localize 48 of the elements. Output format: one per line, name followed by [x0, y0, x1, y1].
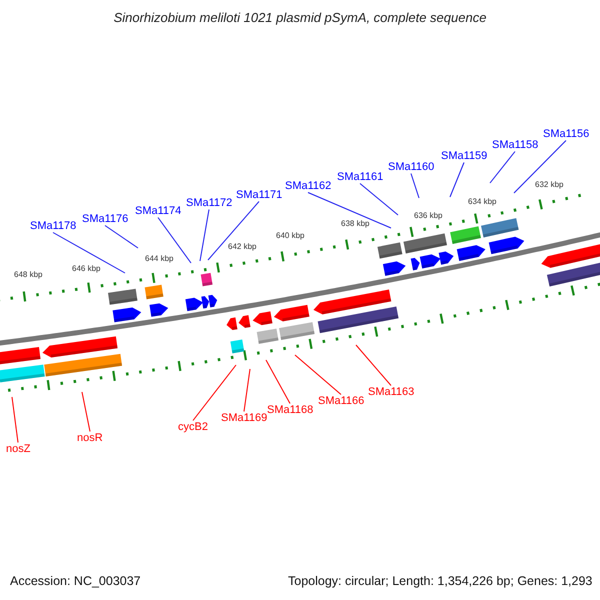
leader-line	[200, 209, 210, 262]
scale-label: 632 kbp	[535, 181, 564, 189]
leader-line	[266, 360, 290, 404]
gene-label: SMa1171	[236, 190, 282, 200]
scale-label: 648 kbp	[14, 271, 42, 279]
leader-line	[12, 396, 18, 443]
leader-line	[360, 183, 398, 216]
leader-line	[82, 392, 90, 432]
title: Sinorhizobium meliloti 1021 plasmid pSymA, complete sequence	[112, 11, 488, 24]
leader-line	[192, 364, 236, 421]
gene-label: nosZ	[6, 444, 30, 454]
gene-label: SMa1163	[368, 386, 414, 398]
scale-label: 642 kbp	[228, 243, 256, 251]
scale-label: 646 kbp	[72, 265, 100, 273]
leader-line	[410, 173, 420, 198]
gene-label: SMa1169	[221, 412, 268, 424]
gene-label: SMa1160	[388, 162, 434, 172]
gene-label: SMa1172	[186, 198, 232, 208]
scale-label: 644 kbp	[145, 255, 174, 263]
leader-line	[104, 225, 138, 248]
leader-line	[356, 344, 392, 386]
gene-label: SMa1161	[337, 172, 384, 182]
scale-label: 638 kbp	[341, 220, 370, 228]
gene-label: nosR	[77, 432, 103, 444]
leader-line	[158, 217, 192, 264]
leader-line	[244, 368, 250, 412]
gene-label: cycB2	[178, 422, 208, 432]
leader-line	[208, 201, 260, 260]
gene-label: SMa1178	[30, 220, 76, 232]
scale-label: 634 kbp	[468, 198, 496, 206]
leader-line	[514, 140, 566, 194]
leader-line	[294, 354, 342, 395]
gene-label: SMa1166	[318, 396, 364, 406]
leader-line	[308, 192, 392, 228]
gene-label: SMa1158	[492, 140, 538, 150]
leader-line	[490, 151, 516, 184]
gene-label: SMa1174	[135, 206, 182, 216]
leader-line	[450, 162, 464, 198]
gene-label: SMa1168	[267, 404, 314, 416]
gene-label: SMa1156	[543, 128, 590, 140]
scale-label: 640 kbp	[276, 232, 304, 240]
gene-label: SMa1176	[82, 214, 128, 224]
gene-label: SMa1162	[285, 180, 332, 192]
footer-text: Accession: NC_003037	[10, 575, 141, 588]
footer-text: Topology: circular; Length: 1,354,226 bp; Genes: 1,293	[288, 575, 592, 588]
gene-label: SMa1159	[441, 150, 488, 162]
leader-line	[52, 232, 126, 274]
scale-label: 636 kbp	[414, 212, 442, 220]
